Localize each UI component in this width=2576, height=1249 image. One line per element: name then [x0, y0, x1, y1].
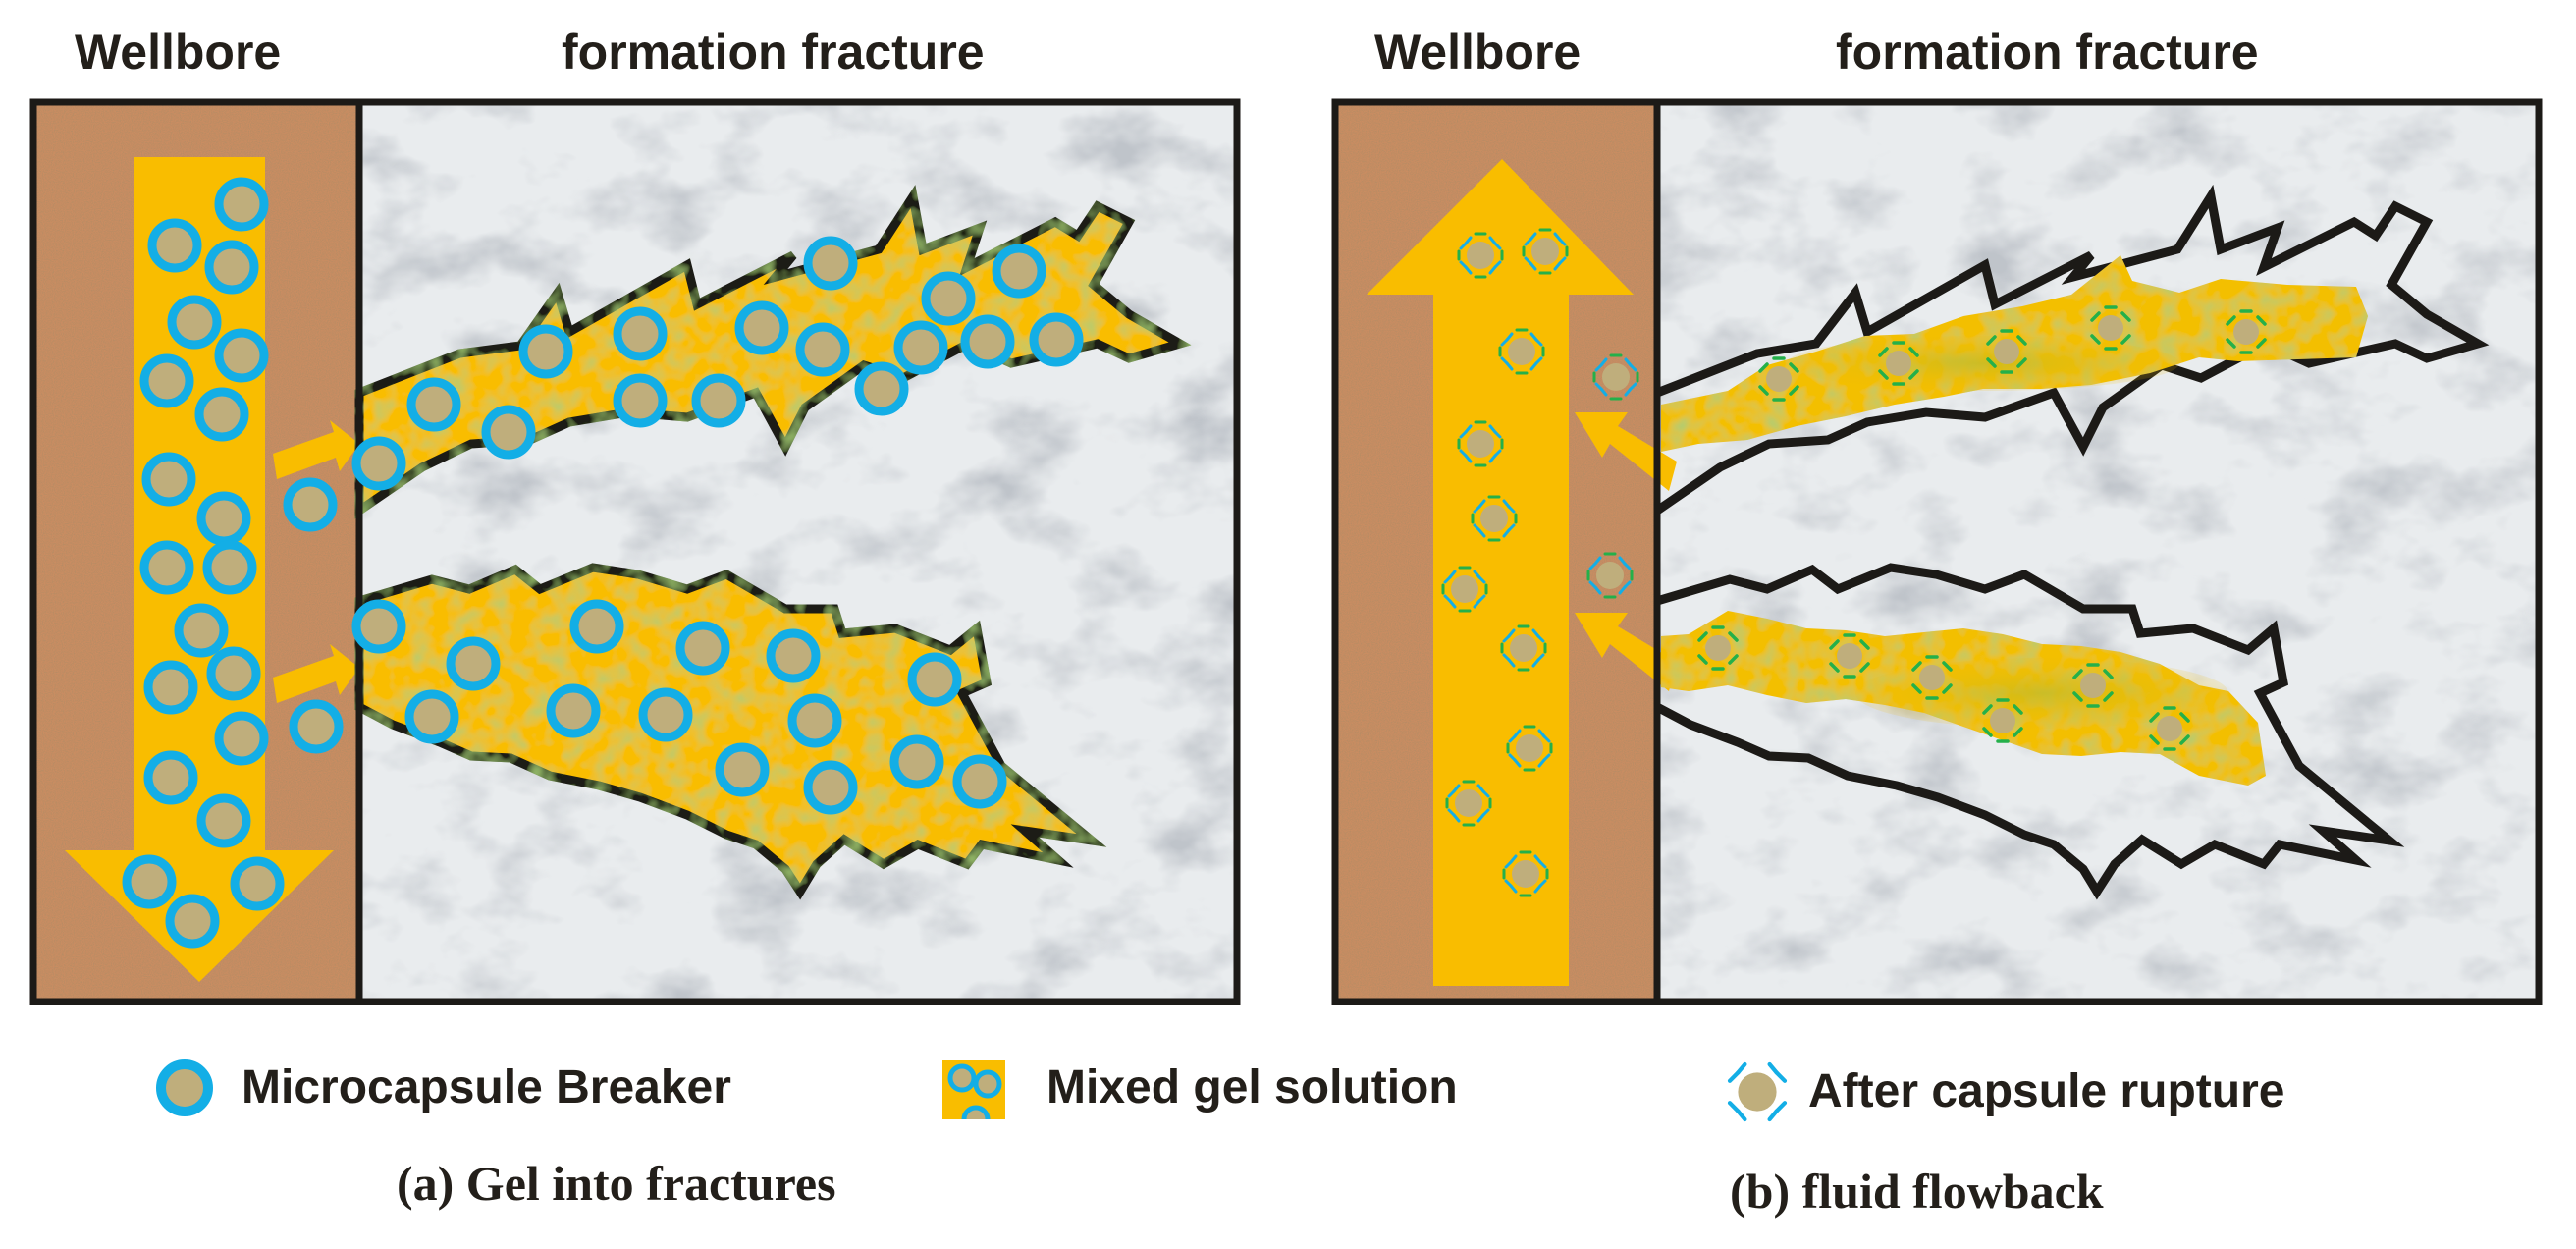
panel-a-frame: [29, 98, 1241, 1005]
panel-b: [1331, 98, 2543, 1005]
legend-gel-label: Mixed gel solution: [1046, 1061, 1458, 1113]
flowback-arrow-upper: [1575, 412, 1677, 491]
injection-arrow-upper: [273, 420, 359, 479]
panel-b-frame: [1331, 98, 2543, 1005]
wellbore-label-a: Wellbore: [75, 25, 282, 80]
formation-label-a: formation fracture: [562, 25, 985, 80]
legend-rupture-label: After capsule rupture: [1808, 1065, 2285, 1117]
formation-label-b: formation fracture: [1836, 25, 2259, 80]
flowback-arrow-lower: [1575, 613, 1677, 691]
gel-tint-lower: [1855, 658, 2228, 729]
gel-tint-upper: [1787, 336, 2179, 391]
legend-microcapsule-icon: [156, 1059, 213, 1116]
fracture-upper-b: [1654, 184, 2490, 515]
legend-rupture-icon: [1727, 1061, 1788, 1122]
legend-gel-icon: [942, 1060, 1005, 1120]
down-flow-arrow: [65, 157, 334, 982]
caption-b: (b) fluid flowback: [1730, 1164, 2104, 1219]
legend-microcapsule-label: Microcapsule Breaker: [242, 1061, 731, 1113]
caption-a: (a) Gel into fractures: [397, 1156, 836, 1211]
wellbore-label-b: Wellbore: [1374, 25, 1582, 80]
panel-a: [29, 98, 1241, 1005]
formation-rock-b: [1657, 102, 2539, 1002]
fracture-lower-b: [1654, 563, 2405, 900]
up-flow-arrow: [1367, 159, 1634, 986]
injection-arrow-lower: [273, 644, 359, 703]
fracture-lower-a: [354, 563, 1107, 900]
